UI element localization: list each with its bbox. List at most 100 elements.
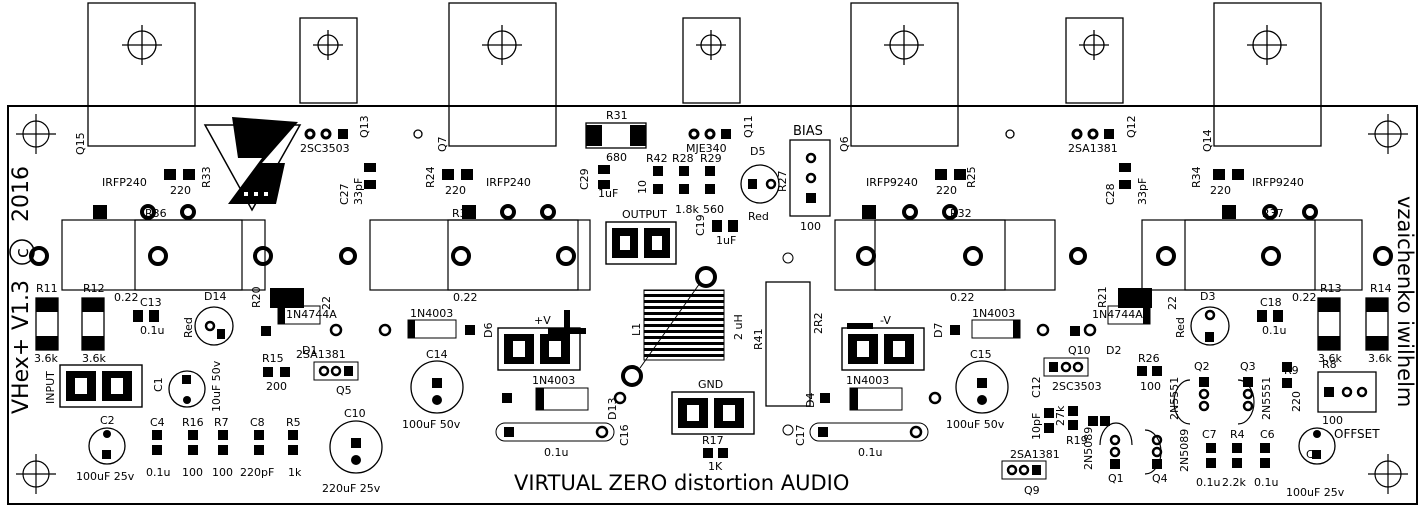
r13-ref: R13 [1320, 282, 1342, 295]
r7-value: 100 [212, 466, 233, 479]
c8-value: 220pF [240, 466, 274, 479]
minus-v-label: -V [880, 314, 891, 327]
q14-ref: Q14 [1201, 129, 1214, 152]
c16-body [495, 422, 615, 442]
c17-value: 0.1u [858, 446, 882, 459]
c15-ref: C15 [970, 348, 992, 361]
c18-ref: C18 [1260, 296, 1282, 309]
gnd-label: GND [698, 378, 723, 391]
minus-v-connector[interactable] [841, 327, 925, 371]
vzd-logo-icon [203, 117, 302, 212]
r34-value: 220 [1210, 184, 1231, 197]
r42-ref: R42 [646, 152, 668, 165]
q5-ref: Q5 [336, 384, 352, 397]
q1-ref: Q1 [1108, 472, 1124, 485]
q2-part: 2N5551 [1168, 377, 1181, 420]
c3-ref: C3 [1306, 448, 1321, 461]
r41-body [765, 281, 811, 407]
bias-label: BIAS [793, 124, 823, 139]
r37-value: 0.22 [1292, 291, 1317, 304]
d4-ref: D4 [804, 393, 817, 408]
d2-ref: D2 [1106, 344, 1121, 357]
d2-value: 1N4744A [1092, 308, 1143, 321]
q7-ref: Q7 [436, 136, 449, 152]
r4-value: 2.2k [1222, 476, 1246, 489]
c13-value: 0.1u [140, 324, 164, 337]
q10-ref: Q10 [1068, 344, 1091, 357]
r29-value: 560 [703, 203, 724, 216]
d6-ref: D6 [482, 323, 495, 338]
r7-ref: R7 [214, 416, 229, 429]
q9-ref: Q9 [1024, 484, 1040, 497]
r37-ref: R37 [1262, 207, 1284, 220]
r14-ref: R14 [1370, 282, 1392, 295]
input-label: INPUT [44, 371, 57, 404]
d7-ref: D7 [932, 323, 945, 338]
offset-pot[interactable] [1317, 371, 1377, 413]
r27-ref: R27 [776, 170, 789, 192]
mounting-hole-icon [16, 114, 1408, 494]
c2-value: 100uF 25v [76, 470, 135, 483]
c28-value: 33pF [1136, 178, 1149, 205]
c27-value: 33pF [352, 178, 365, 205]
r41-value: 2R2 [812, 312, 825, 334]
r9-value: 220 [1290, 391, 1303, 412]
r17-ref: R17 [702, 434, 724, 447]
d13-value: 1N4003 [532, 374, 575, 387]
copyright-mark: c [12, 248, 33, 258]
q6-outline [850, 2, 959, 147]
r31-value: 680 [606, 151, 627, 164]
q4-ref: Q4 [1152, 472, 1168, 485]
c27-ref: C27 [338, 183, 351, 205]
r25-ref: R25 [965, 166, 978, 188]
c12-value: 10pF [1030, 413, 1043, 440]
board-product: VHex+ [9, 338, 34, 414]
r24-value: 220 [445, 184, 466, 197]
r32-value: 0.22 [950, 291, 975, 304]
q3-ref: Q3 [1240, 360, 1256, 373]
r21-value: 22 [1166, 296, 1179, 310]
q12-ref: Q12 [1125, 115, 1138, 138]
q11-part: MJE340 [686, 142, 727, 155]
r26-value: 100 [1140, 380, 1161, 393]
r34-ref: R34 [1190, 166, 1203, 188]
output-connector[interactable] [605, 221, 677, 265]
copyright-icon: c [9, 239, 35, 265]
board-outline [7, 105, 1418, 505]
gnd-connector[interactable] [671, 391, 755, 435]
r11-ref: R11 [36, 282, 58, 295]
plus-v-connector[interactable] [497, 327, 581, 371]
c29-ref: C29 [578, 168, 591, 190]
c6-ref: C6 [1260, 428, 1275, 441]
c17-body [809, 422, 929, 442]
r8-ref: R8 [1322, 358, 1337, 371]
d5-value: Red [748, 210, 769, 223]
r17-value: 1K [708, 460, 723, 473]
d13-ref: D13 [606, 398, 619, 420]
r28-value: 1.8k [675, 203, 699, 216]
c8-ref: C8 [250, 416, 265, 429]
q13-part: 2SC3503 [300, 142, 350, 155]
c28-ref: C28 [1104, 183, 1117, 205]
d14-ref: D14 [204, 290, 226, 303]
board-author: vzaichenko iwilhelm [1393, 196, 1417, 407]
d1-value: 1N4744A [286, 308, 337, 321]
r4-ref: R4 [1230, 428, 1245, 441]
c3-value: 100uF 25v [1286, 486, 1345, 499]
d7-value: 1N4003 [972, 307, 1015, 320]
q13-tab [299, 17, 358, 104]
r30-value: 0.22 [453, 291, 478, 304]
r20-value: 22 [320, 296, 333, 310]
r19-value: 27k [1054, 405, 1067, 426]
c29-value: 1uF [598, 187, 618, 200]
input-connector[interactable] [59, 364, 143, 408]
r15-value: 200 [266, 380, 287, 393]
c19-ref: C19 [694, 214, 707, 236]
r24-ref: R24 [424, 166, 437, 188]
r5-value: 1k [288, 466, 302, 479]
r20-ref: R20 [250, 286, 263, 308]
c10-ref: C10 [344, 407, 366, 420]
q4-part: 2N5089 [1178, 429, 1191, 472]
q7-outline [448, 2, 557, 147]
bias-pot[interactable] [789, 139, 831, 217]
